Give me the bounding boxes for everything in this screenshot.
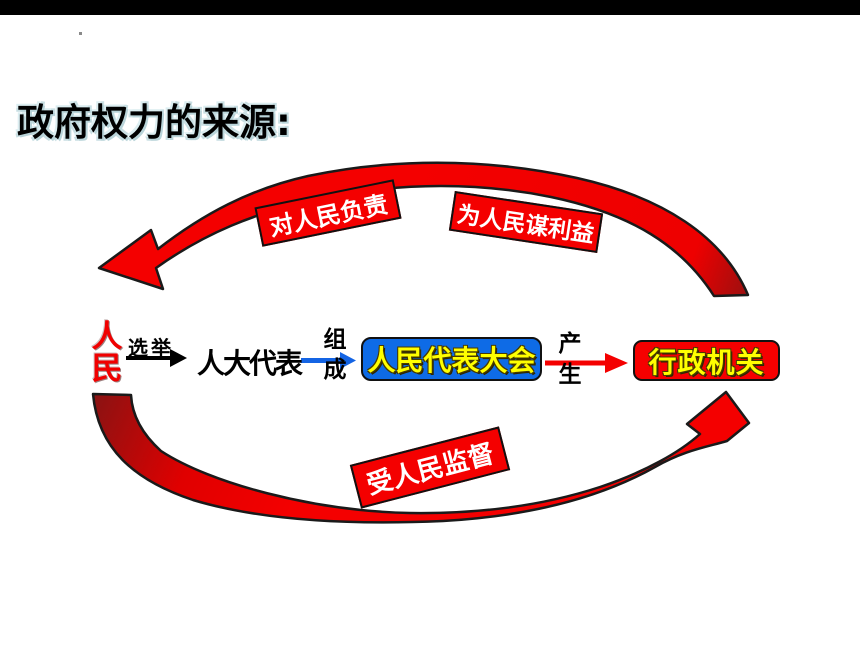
congress-box: 人民代表大会 <box>361 337 542 381</box>
compose-arrow <box>301 352 356 369</box>
executive-box: 行政机关 <box>633 340 780 381</box>
elect-arrow <box>126 349 187 367</box>
produce-arrow <box>545 353 628 373</box>
deputies-label: 人大代表 <box>197 347 303 380</box>
congress-label: 人民代表大会 <box>367 344 536 377</box>
elect-label: 选举 <box>128 336 174 360</box>
executive-label: 行政机关 <box>648 345 765 379</box>
top-cycle-arrow <box>97 161 750 298</box>
stray-dot <box>79 32 82 35</box>
slide-title: 政府权力的来源: <box>17 101 291 144</box>
produce-label: 产生 <box>558 331 582 388</box>
top-black-bar <box>0 0 860 15</box>
bottom-cycle-arrow <box>91 390 751 524</box>
compose-label: 组成 <box>323 327 347 383</box>
people-label: 人民 <box>91 319 123 387</box>
